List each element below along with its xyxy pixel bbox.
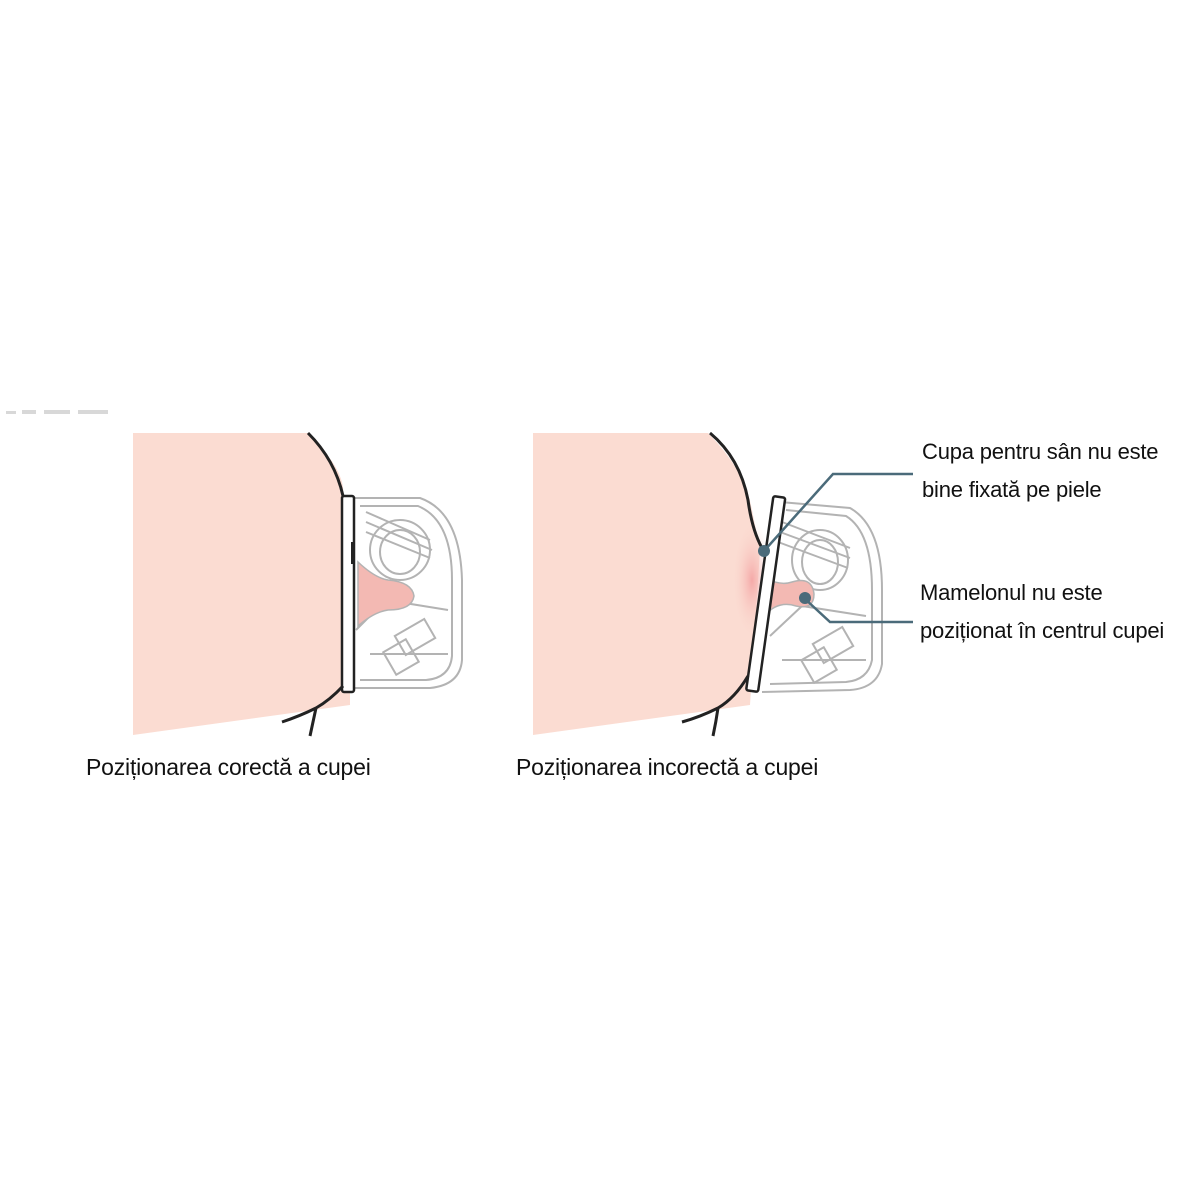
breast-lower-outline	[281, 684, 345, 737]
caption-correct: Poziționarea corectă a cupei	[86, 754, 371, 780]
breast-skin	[533, 433, 760, 735]
nipple-leader-line	[803, 597, 913, 624]
cropped-text-fragment	[0, 402, 112, 414]
callout-seal-line-2: bine fixată pe piele	[922, 477, 1102, 502]
callout-nipple-text: Mamelonul nu este poziționat în centrul …	[920, 574, 1164, 650]
breast-cup	[761, 501, 883, 693]
nipple	[357, 560, 415, 628]
caption-incorrect: Poziționarea incorectă a cupei	[516, 754, 819, 780]
callout-seal-line-1: Cupa pentru sân nu este	[922, 439, 1159, 464]
callout-seal-text: Cupa pentru sân nu este bine fixată pe p…	[922, 433, 1159, 509]
cup-flange	[745, 495, 787, 693]
breast-lower-outline	[681, 675, 750, 737]
seal-leader-line	[763, 472, 913, 552]
breast-with-cup-correct	[133, 431, 463, 737]
breast-with-cup-incorrect	[533, 431, 883, 737]
callout-nipple-line-2: poziționat în centrul cupei	[920, 618, 1165, 643]
callout-nipple-line-1: Mamelonul nu este	[920, 580, 1103, 605]
nipple	[763, 576, 815, 619]
seal-callout-dot	[758, 545, 770, 557]
breast-outline	[306, 431, 345, 497]
breast-skin	[133, 433, 350, 735]
breast-outline	[709, 431, 764, 549]
nipple-callout-dot	[799, 592, 811, 604]
